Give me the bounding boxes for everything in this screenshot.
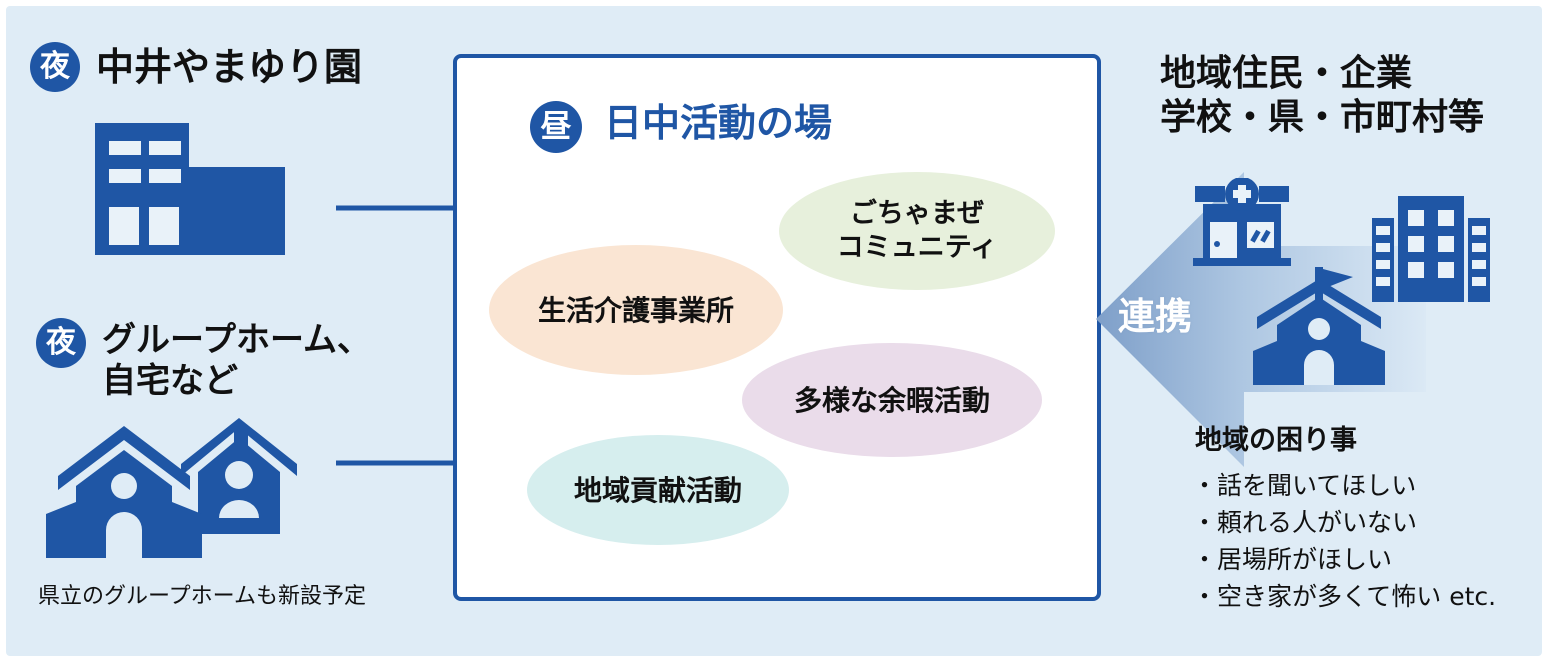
institution-title: 中井やまゆり園 <box>96 45 363 89</box>
list-item: ・話を聞いてほしい <box>1192 471 1417 500</box>
night-badge-home: 夜 <box>36 318 86 368</box>
school-icon <box>1253 267 1385 385</box>
institution-building-icon <box>95 123 285 255</box>
home-caption: 県立のグループホームも新設予定 <box>38 584 367 609</box>
list-item: ・居場所がほしい <box>1192 545 1393 574</box>
panel-title: 日中活動の場 <box>604 101 833 145</box>
houses-icon <box>46 418 297 558</box>
night-badge-institution: 夜 <box>30 42 80 92</box>
clinic-icon <box>1193 178 1291 266</box>
list-item: ・頼れる人がいない <box>1192 508 1418 537</box>
troubles-list: ・話を聞いてほしい ・頼れる人がいない ・居場所がほしい ・空き家が多くて怖い … <box>1192 467 1496 615</box>
home-title: グループホーム、 自宅など <box>102 320 371 402</box>
ellipse-mixed-community: ごちゃまぜ コミュニティ <box>779 172 1055 290</box>
cooperation-arrow-label: 連携 <box>1118 295 1192 338</box>
troubles-title: 地域の困り事 <box>1195 425 1357 456</box>
right-column-title: 地域住民・企業 学校・県・市町村等 <box>1160 53 1485 138</box>
ellipse-life-care-office: 生活介護事業所 <box>489 245 783 375</box>
office-building-icon <box>1372 196 1490 302</box>
list-item: ・空き家が多くて怖い etc. <box>1192 582 1497 611</box>
ellipse-community-contribution: 地域貢献活動 <box>527 435 789 545</box>
ellipse-leisure-activities: 多様な余暇活動 <box>742 343 1042 457</box>
day-badge: 昼 <box>530 101 582 153</box>
